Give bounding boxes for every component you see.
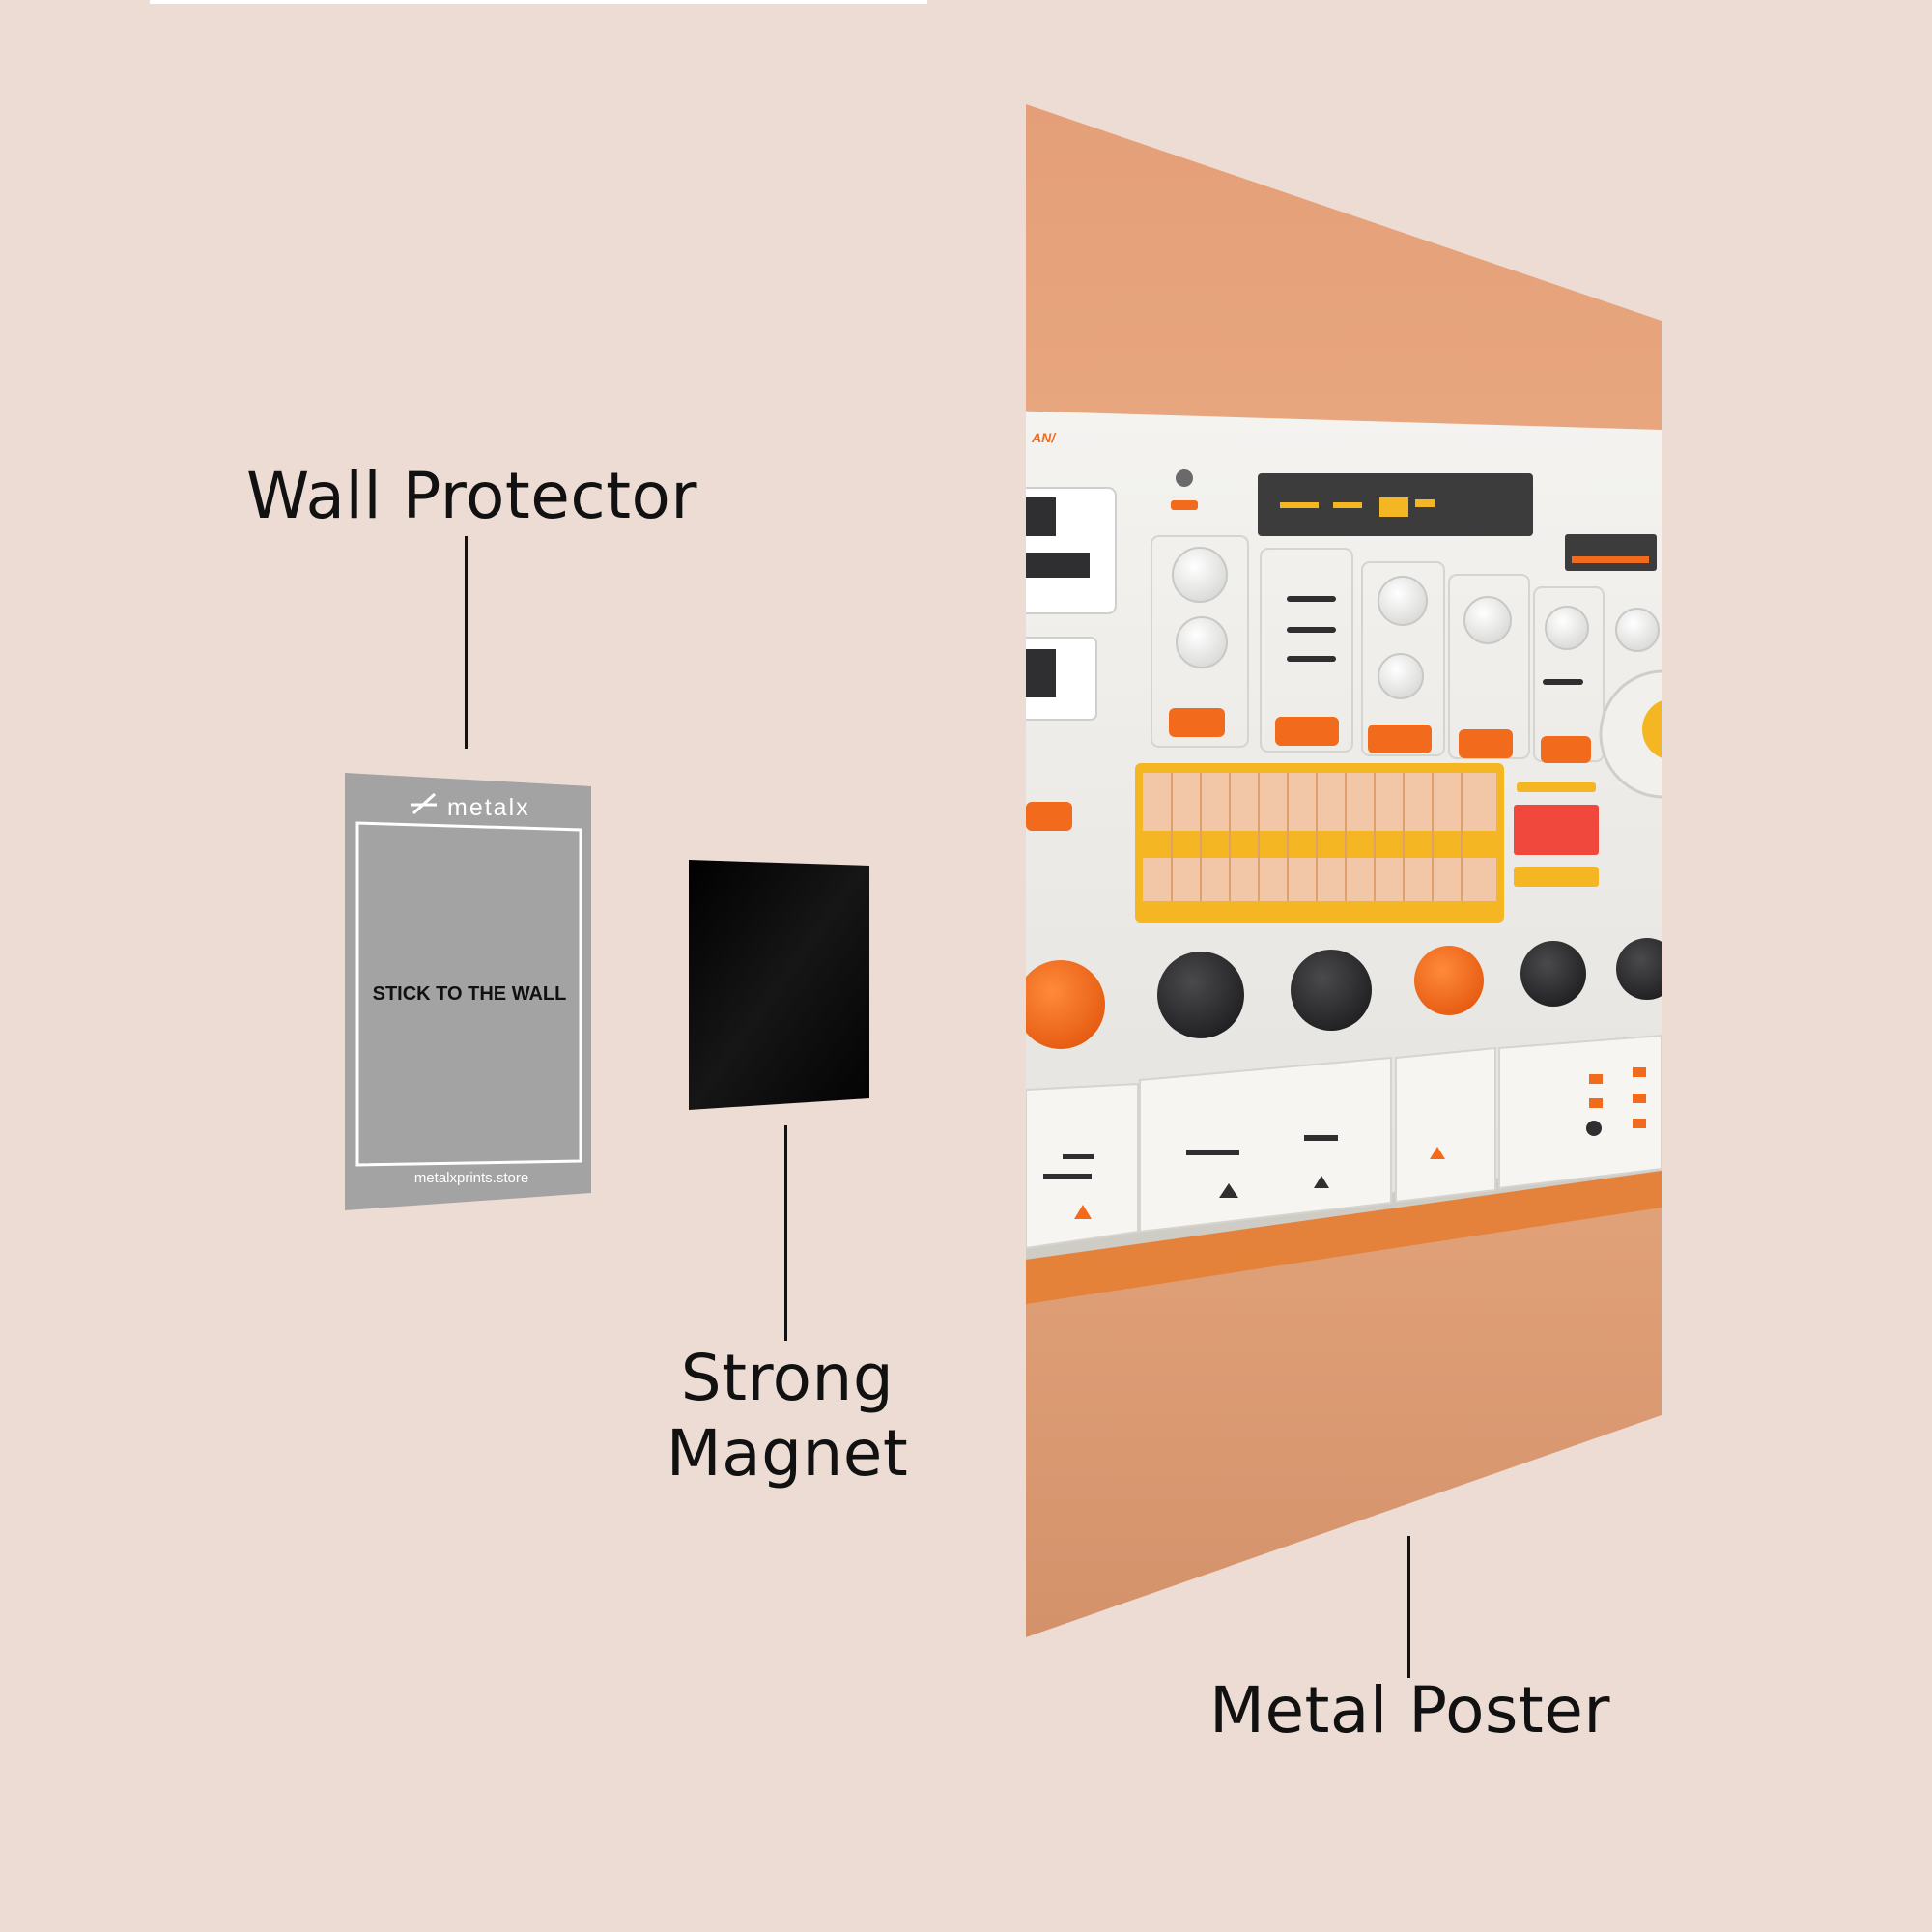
poster-brand-mark: AN/ <box>1031 430 1057 445</box>
orange-buttons <box>1026 708 1591 831</box>
protector-instruction: STICK TO THE WALL <box>373 983 567 1005</box>
metalx-logo-icon <box>411 792 437 815</box>
metal-poster: AN/ <box>1026 104 1662 1637</box>
metal-poster-leader-line <box>1407 1536 1410 1678</box>
strong-magnet-label: Strong Magnet <box>618 1341 956 1492</box>
large-knobs <box>1026 938 1662 1049</box>
protector-website: metalxprints.store <box>414 1170 528 1186</box>
wall-protector-label: Wall Protector <box>246 459 698 533</box>
strong-magnet-label-line1: Strong <box>680 1341 895 1415</box>
strong-magnet-leader-line <box>784 1125 787 1341</box>
wall-protector-leader-line <box>465 536 468 749</box>
red-display <box>1514 805 1599 855</box>
top-edge-strip <box>150 0 927 4</box>
strong-magnet-sheet <box>689 860 869 1110</box>
poster-artwork: AN/ <box>1026 411 1662 1304</box>
step-sequencer <box>1135 763 1504 923</box>
metal-poster-label: Metal Poster <box>1209 1673 1611 1747</box>
protector-brand: metalx <box>447 794 530 821</box>
white-knobs <box>1172 547 1660 699</box>
strong-magnet-label-line2: Magnet <box>666 1415 909 1491</box>
wall-protector-card: metalx STICK TO THE WALL metalxprints.st… <box>345 773 591 1210</box>
indicator-light-icon <box>1176 469 1193 487</box>
